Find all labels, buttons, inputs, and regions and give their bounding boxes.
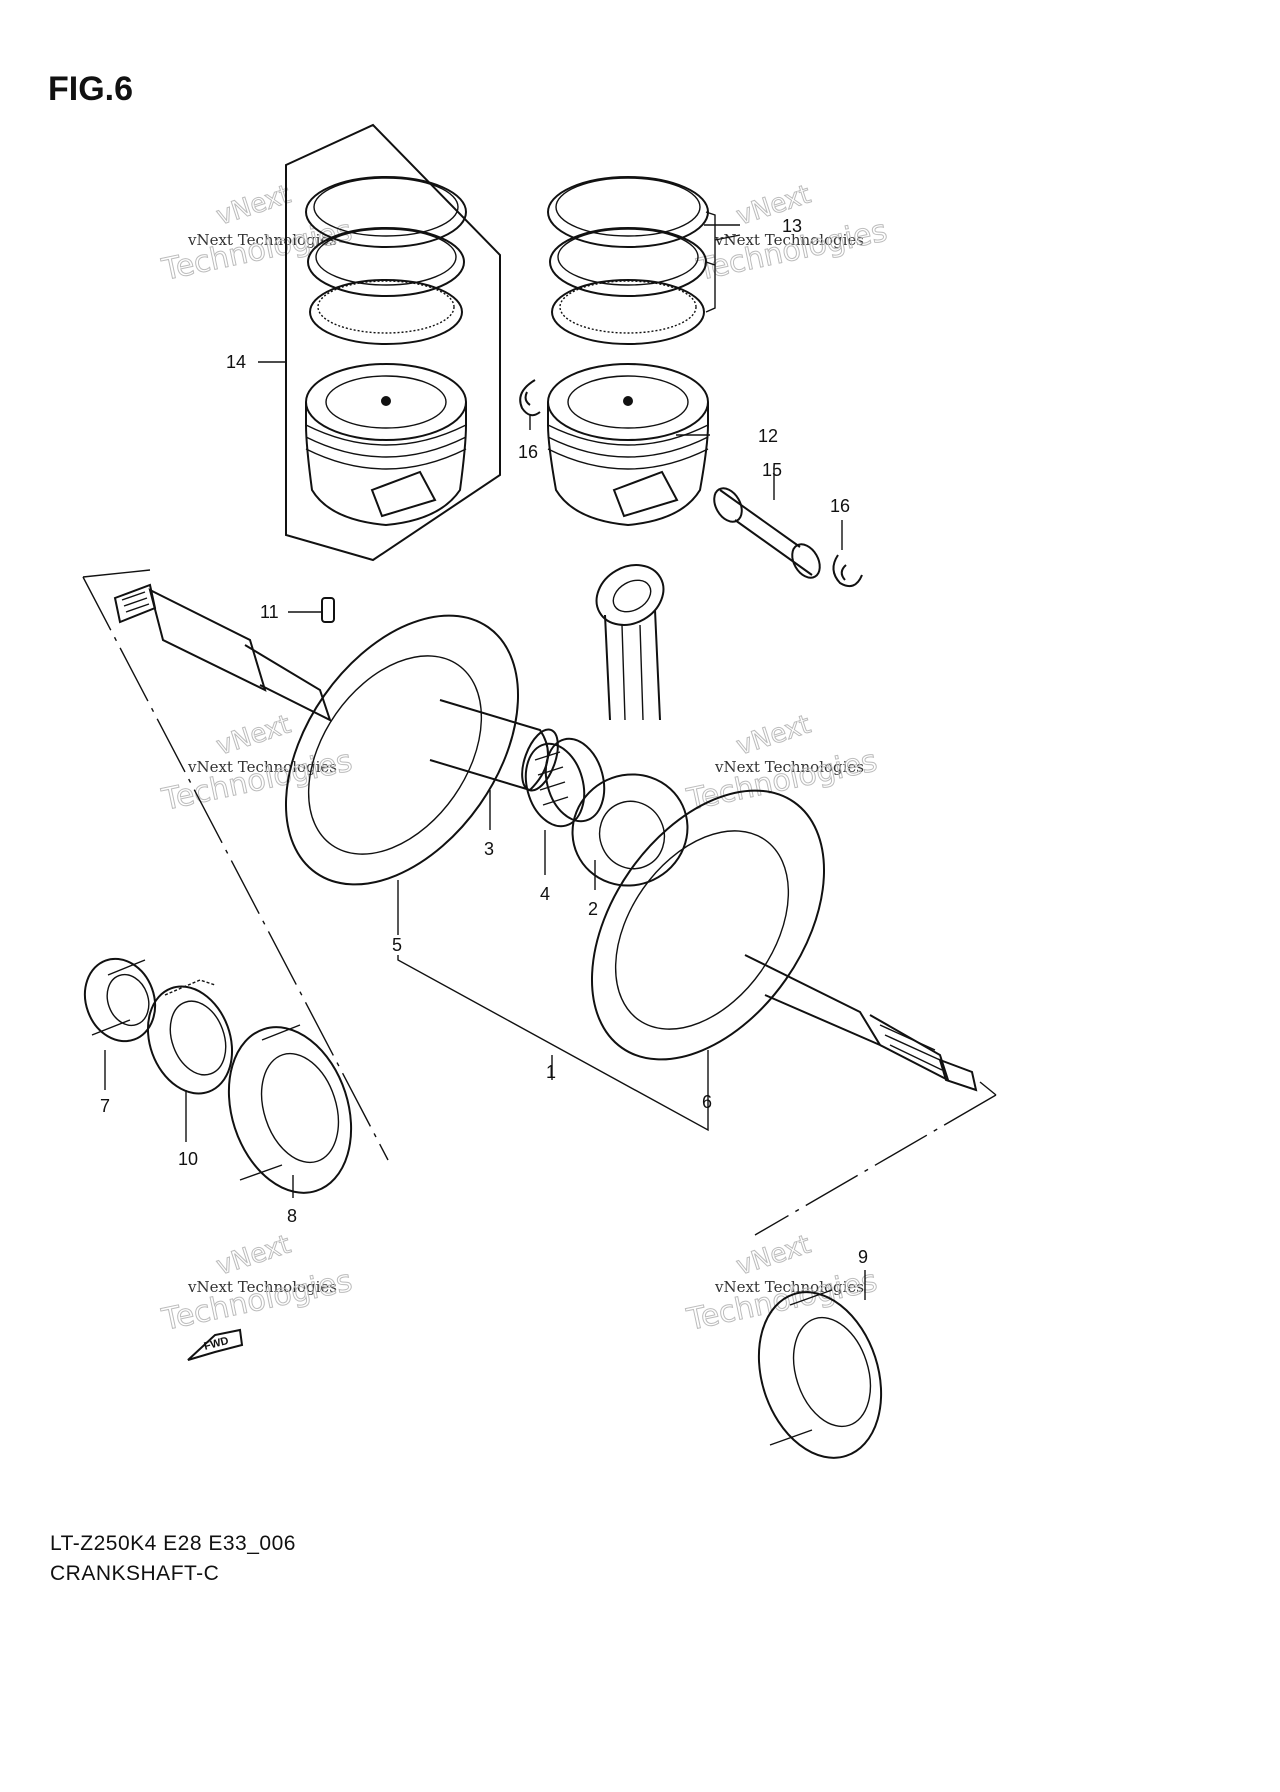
callout-numbers: 14 12 13 16 15 16 11 3 4 2 5 1 6 7 10 8 … bbox=[100, 216, 868, 1267]
callout-15: 15 bbox=[762, 460, 782, 480]
callout-2: 2 bbox=[588, 899, 598, 919]
piston-rings-right bbox=[547, 176, 741, 345]
dowel-pin bbox=[321, 597, 335, 623]
callout-7: 7 bbox=[100, 1096, 110, 1116]
callout-5: 5 bbox=[392, 935, 402, 955]
watermark-text: vNext bbox=[213, 710, 295, 762]
watermark-text: vNext Technologies bbox=[187, 231, 337, 249]
bearing-7 bbox=[83, 957, 157, 1043]
watermark-text: vNext Technologies bbox=[714, 231, 864, 249]
model-code: LT-Z250K4 E28 E33_006 bbox=[50, 1532, 296, 1555]
watermark-text: vNext bbox=[733, 710, 815, 762]
bearing-8 bbox=[227, 1024, 353, 1194]
callout-8: 8 bbox=[287, 1206, 297, 1226]
watermark-mid-right: vNext vNext Technologies Technologies bbox=[683, 709, 881, 819]
watermark-text: vNext bbox=[213, 180, 295, 232]
callout-3: 3 bbox=[484, 839, 494, 859]
watermark-text: vNext bbox=[213, 1230, 295, 1282]
callout-11: 11 bbox=[260, 602, 279, 622]
callout-14: 14 bbox=[226, 352, 246, 372]
crankshaft-assembly-outline bbox=[754, 1094, 997, 1236]
watermark-text: vNext Technologies bbox=[187, 758, 337, 776]
watermark-bottom-left: vNext vNext Technologies Technologies bbox=[158, 1229, 356, 1339]
callout-4: 4 bbox=[540, 884, 550, 904]
crankshaft-right-half bbox=[590, 789, 978, 1092]
callout-13: 13 bbox=[782, 216, 802, 236]
circlip-left bbox=[519, 379, 541, 417]
watermark-text: Technologies bbox=[683, 744, 880, 819]
callout-6: 6 bbox=[702, 1092, 712, 1112]
watermark-text: vNext Technologies bbox=[714, 758, 864, 776]
watermark-text: Technologies bbox=[158, 744, 355, 819]
watermark-mid-left: vNext vNext Technologies Technologies bbox=[158, 709, 356, 819]
forward-direction-arrow: FWD bbox=[187, 1328, 244, 1361]
watermark-text: vNext Technologies bbox=[187, 1278, 337, 1296]
callout-16-left: 16 bbox=[518, 442, 538, 462]
callout-1: 1 bbox=[546, 1062, 556, 1082]
callout-9: 9 bbox=[858, 1247, 868, 1267]
watermark-text: vNext bbox=[733, 180, 815, 232]
piston-right bbox=[547, 363, 709, 527]
watermark-text: Technologies bbox=[158, 1264, 355, 1339]
figure-title: FIG.6 bbox=[48, 70, 134, 108]
gear-ring-10 bbox=[146, 979, 234, 1095]
bearing-9 bbox=[757, 1289, 883, 1459]
piston-left bbox=[305, 363, 467, 527]
callout-12: 12 bbox=[758, 426, 778, 446]
section-name: CRANKSHAFT-C bbox=[50, 1562, 220, 1585]
watermark-text: vNext bbox=[733, 1230, 815, 1282]
connecting-rod bbox=[571, 564, 689, 887]
callout-16-right: 16 bbox=[830, 496, 850, 516]
piston-rings-left bbox=[305, 176, 467, 345]
piston-pin bbox=[713, 487, 821, 579]
leader-lines bbox=[104, 224, 866, 1300]
circlip-right bbox=[832, 554, 863, 588]
watermark-bottom-right: vNext vNext Technologies Technologies bbox=[683, 1229, 881, 1338]
watermark-text: Technologies bbox=[158, 214, 355, 289]
crank-pin-bearing bbox=[524, 737, 606, 828]
crankshaft-assembly-outline bbox=[82, 576, 389, 1161]
piston-kit-outline bbox=[285, 123, 501, 562]
callout-10: 10 bbox=[178, 1149, 198, 1169]
